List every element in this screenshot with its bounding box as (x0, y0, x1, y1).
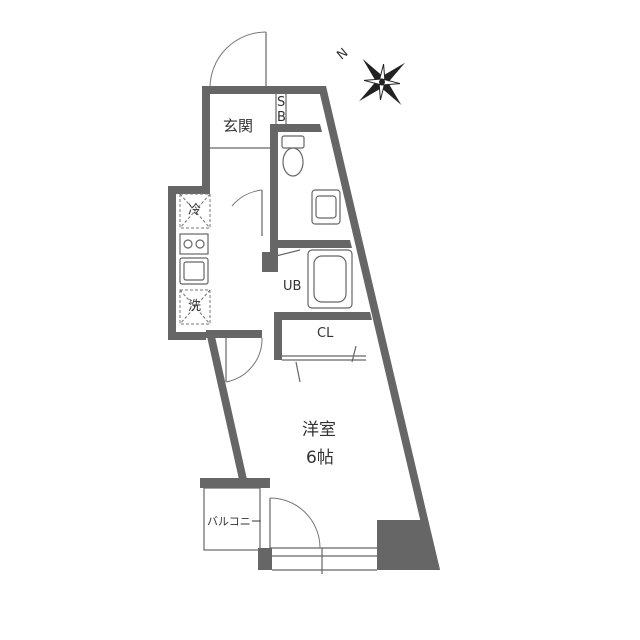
balcony-area (203, 487, 377, 574)
shoe-box-label-b: B (277, 110, 286, 125)
balcony-label: バルコニー (207, 515, 262, 528)
interior-walls (206, 94, 372, 361)
entrance-label: 玄関 (223, 117, 254, 135)
western-room-label: 洋室 (302, 420, 336, 440)
unit-bath-label: UB (283, 279, 302, 294)
toilet-icon (281, 135, 305, 177)
compass-rose-icon (359, 59, 405, 105)
entrance-door (209, 31, 267, 89)
bathtub-icon (307, 249, 353, 309)
stove-burner-icon (179, 233, 209, 255)
kitchen-sink-icon (179, 257, 209, 285)
closet-label: CL (317, 326, 334, 341)
refrigerator-label: 冷 (188, 203, 202, 218)
shoe-box-label-s: S (277, 95, 286, 110)
washer-label: 洗 (188, 299, 202, 314)
kitchen (179, 193, 211, 325)
refrigerator-space (179, 193, 211, 229)
interior-doors (225, 189, 357, 383)
western-room-size-label: 6帖 (306, 448, 334, 468)
wash-basin-icon (311, 189, 341, 225)
washer-space (179, 289, 211, 325)
outer-walls (168, 86, 440, 570)
